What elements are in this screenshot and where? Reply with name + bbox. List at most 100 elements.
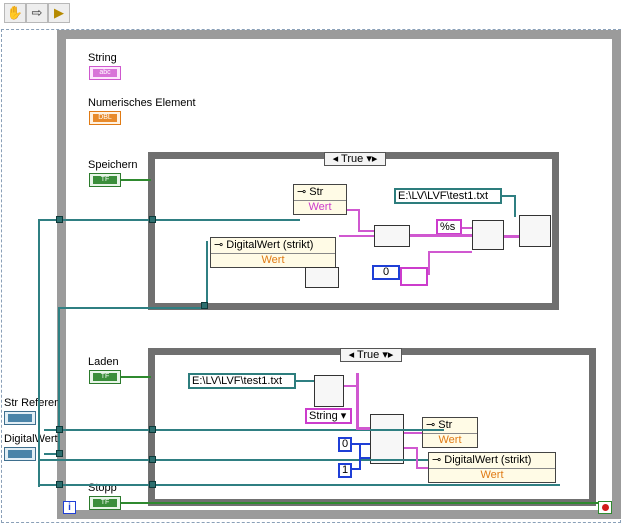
str-property-title: Str [309, 186, 324, 198]
save-case-selector[interactable]: ◂ True ▾▸ [324, 152, 386, 166]
str-property-node-1[interactable]: ⊸ Str Wert [293, 184, 347, 215]
save-case-selector-value: True [341, 153, 364, 165]
digital-ref-terminal[interactable] [4, 447, 36, 461]
str-property-value: Wert [308, 201, 332, 213]
bool-wire [121, 376, 151, 378]
string-tag: abc [93, 69, 117, 77]
ref-wire [44, 453, 58, 455]
ref-tunnel [56, 450, 63, 457]
string-wire [428, 253, 430, 275]
digital-property-header-2: ⊸ DigitalWert (strikt) [429, 453, 555, 469]
digital-property-node-1[interactable]: ⊸ DigitalWert (strikt) Wert [210, 237, 336, 268]
selector-left-icon: ◂ [332, 153, 339, 165]
bool-wire [121, 179, 151, 181]
ref-wire [58, 307, 206, 309]
digital-property-value-2: Wert [480, 469, 504, 481]
save-label: Speichern [88, 159, 138, 171]
string-label: String [88, 52, 117, 64]
selector-left-icon-2: ◂ [348, 349, 355, 361]
numeric-tag: DBL [93, 114, 117, 122]
stop-terminal[interactable]: TF [89, 496, 121, 510]
string-wire [358, 209, 360, 231]
int-wire [359, 443, 361, 470]
digital-property-title-2: DigitalWert (strikt) [444, 454, 532, 466]
ref-tunnel [149, 426, 156, 433]
str-ref-label: Str Referen [4, 397, 61, 409]
int-wire [352, 468, 360, 470]
ref-tunnel [56, 426, 63, 433]
selector-dropdown-icon-2: ▾▸ [382, 349, 394, 361]
selector-dropdown-icon: ▾▸ [366, 153, 378, 165]
index-zero-constant[interactable]: 0 [338, 437, 352, 452]
index-one-constant[interactable]: 1 [338, 463, 352, 478]
write-spreadsheet-node[interactable] [519, 215, 551, 247]
str-property-header: ⊸ Str [294, 185, 346, 201]
digital-label: DigitalWert [4, 433, 58, 445]
operate-hand-icon[interactable]: ✋ [4, 3, 26, 23]
digital-property-title: DigitalWert (strikt) [226, 239, 314, 251]
save-tag: TF [93, 176, 117, 184]
string-wire-2 [404, 447, 416, 449]
loop-iteration-info-icon: i [63, 501, 76, 514]
save-path-constant[interactable]: E:\LV\LVF\test1.txt [394, 188, 502, 204]
type-dropdown-value: String [309, 410, 338, 422]
numeric-terminal[interactable]: DBL [89, 111, 121, 125]
ref-tunnel [149, 456, 156, 463]
string-wire-2 [356, 427, 370, 430]
string-wire [504, 235, 519, 238]
string-terminal[interactable]: abc [89, 66, 121, 80]
string-array-constant [400, 267, 428, 286]
int-wire [352, 443, 370, 445]
ref-tunnel [56, 481, 63, 488]
string-wire-2 [416, 447, 418, 469]
index-array-node[interactable] [370, 414, 404, 464]
stop-tag: TF [93, 499, 117, 507]
read-spreadsheet-node[interactable] [314, 375, 344, 407]
ref-tunnel [56, 216, 63, 223]
string-wire [410, 234, 472, 237]
load-terminal[interactable]: TF [89, 370, 121, 384]
string-wire-2 [404, 432, 422, 434]
string-wire-2 [416, 467, 428, 469]
ref-wire [44, 429, 444, 431]
run-icon[interactable]: ▶ [48, 3, 70, 23]
build-array-node[interactable] [374, 225, 410, 247]
int-wire [359, 457, 370, 459]
load-case-selector[interactable]: ◂ True ▾▸ [340, 348, 402, 362]
string-wire [339, 235, 374, 237]
digital-property-node-2[interactable]: ⊸ DigitalWert (strikt) Wert [428, 452, 556, 483]
string-wire-2 [356, 373, 359, 429]
ref-wire [38, 484, 560, 486]
digital-property-value: Wert [261, 254, 285, 266]
load-case-selector-value: True [357, 349, 380, 361]
string-wire [462, 227, 472, 229]
ref-wire [58, 307, 60, 455]
str-property-node-2[interactable]: ⊸ Str Wert [422, 417, 478, 448]
str-property-value-2: Wert [438, 434, 462, 446]
path-wire-2 [296, 380, 314, 382]
string-wire [347, 209, 359, 211]
step-arrow-icon[interactable]: ⇨ [26, 3, 48, 23]
string-wire-2 [344, 385, 356, 387]
ref-tunnel [149, 481, 156, 488]
type-dropdown[interactable]: String ▾ [305, 408, 352, 424]
str-ref-terminal[interactable] [4, 411, 36, 425]
block-diagram: String abc Numerisches Element DBL Speic… [0, 27, 624, 527]
digital-property-header: ⊸ DigitalWert (strikt) [211, 238, 335, 254]
precision-constant[interactable]: 0 [372, 265, 400, 280]
format-string-constant[interactable]: %s [436, 219, 462, 235]
path-wire [514, 195, 516, 217]
path-wire [502, 195, 516, 197]
load-label: Laden [88, 356, 119, 368]
stop-condition-icon [598, 501, 612, 514]
ref-wire [38, 219, 40, 487]
bool-wire [121, 502, 599, 504]
str-property-header-2: ⊸ Str [423, 418, 477, 434]
save-terminal[interactable]: TF [89, 173, 121, 187]
load-tag: TF [93, 373, 117, 381]
string-wire [428, 251, 472, 253]
ref-wire [38, 459, 428, 461]
load-path-constant[interactable]: E:\LV\LVF\test1.txt [188, 373, 296, 389]
number-to-string-node[interactable] [305, 267, 339, 288]
array-to-spreadsheet-node[interactable] [472, 220, 504, 250]
